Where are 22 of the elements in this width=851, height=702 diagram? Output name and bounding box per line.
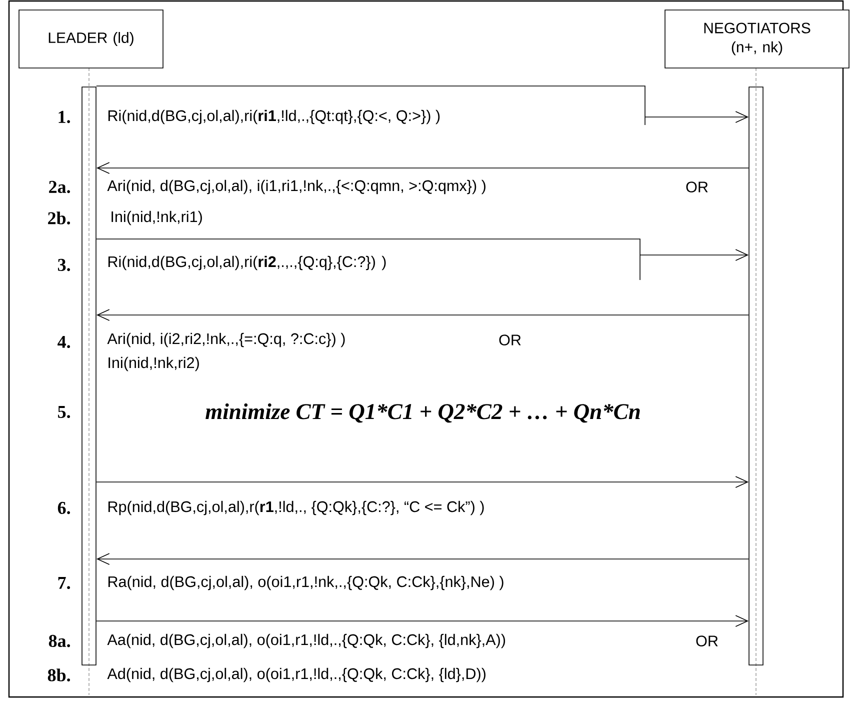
objective-formula: minimize CT = Q1*C1 + Q2*C2 + … + Qn*Cn — [206, 403, 640, 423]
message-arrow — [96, 615, 749, 627]
message-text: Ari(nid, d(BG,cj,ol,al), i(i1,ri1,!nk,.,{<:Q:qmn, >:Q:qmx}) ) — [107, 180, 486, 194]
message-arrow — [96, 476, 749, 488]
lifeline-box: NEGOTIATORS (n+, nk) — [664, 10, 850, 68]
message-arrow — [96, 309, 749, 321]
activation-bar — [748, 86, 764, 666]
message-arrow — [96, 553, 749, 565]
message-text: Ini(nid,!nk,ri1) — [112, 210, 202, 226]
lifeline-box: LEADER (ld) — [18, 10, 164, 68]
activation-bar — [82, 86, 96, 666]
or-text: OR — [686, 182, 708, 192]
or-text: OR — [499, 334, 521, 346]
message-arrow — [96, 162, 749, 174]
or-text: OR — [696, 636, 718, 646]
message-text: Aa(nid, d(BG,cj,ol,al), o(oi1,r1,!ld,.,{Q:Qk, C:Ck}, {ld,nk},A)) — [107, 634, 506, 648]
step-number: 1. — [58, 110, 70, 124]
message-text: Ri(nid,d(BG,cj,ol,al),ri(ri1,!ld,.,{Qt:qt},{Q:<, Q:>}) ) — [108, 110, 440, 124]
message-arrow — [96, 238, 749, 280]
message-arrow — [96, 86, 749, 126]
message-text: Ad(nid, d(BG,cj,ol,al), o(oi1,r1,!ld,.,{Q:Qk, C:Ck}, {ld},D)) — [107, 668, 486, 682]
step-number: 8b. — [48, 668, 70, 682]
